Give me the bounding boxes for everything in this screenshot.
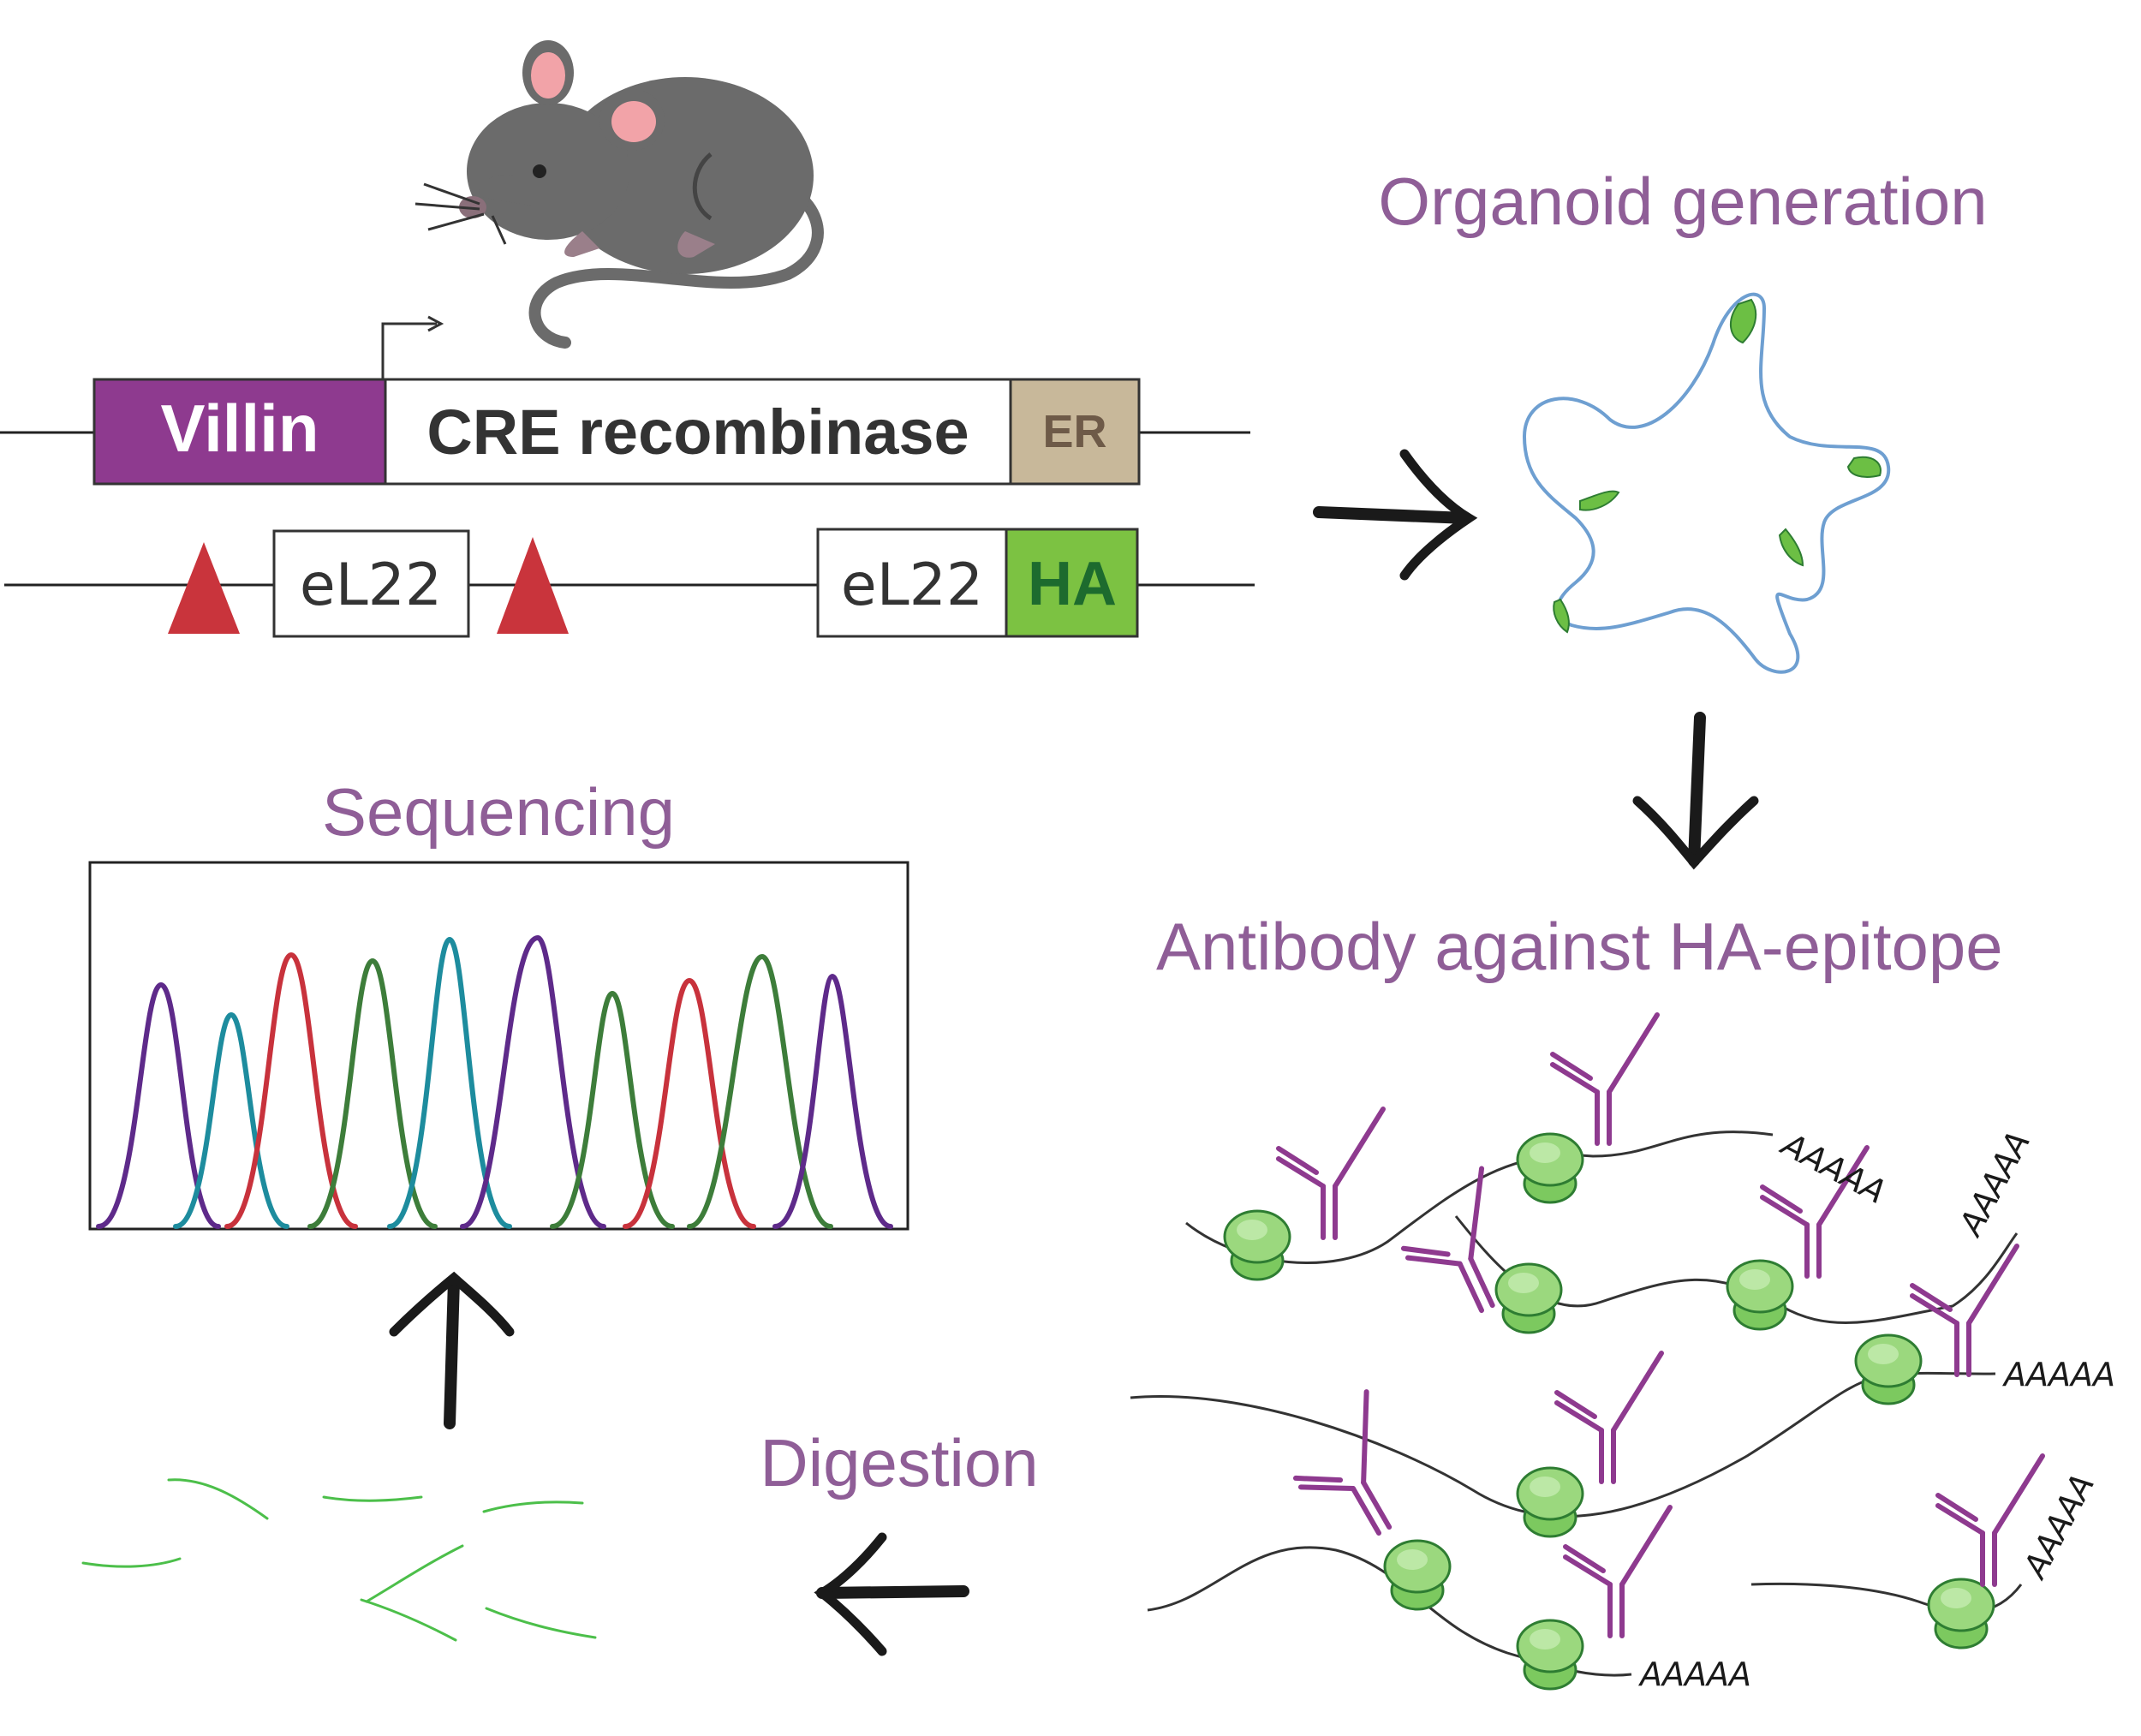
polya-tail: AAAAA: [1637, 1655, 1751, 1693]
antibody-icon: [1276, 1015, 2043, 1636]
arrow-down-icon: [1632, 712, 1759, 870]
trace-peak: [224, 952, 358, 1229]
el22-ha-construct: eL22 eL22 HA: [4, 528, 1255, 638]
trace-peak: [550, 990, 675, 1229]
mouse-icon: [414, 40, 824, 349]
er-label: ER: [1042, 406, 1106, 457]
ribosome-ip-illustration: AAAAA AAAAA AAAAA AAAAA AAAAA: [1130, 1015, 2115, 1693]
polya-tail: AAAAA: [2001, 1356, 2115, 1393]
arrow-left-icon: [814, 1532, 969, 1656]
villin-label: Villin: [161, 391, 319, 466]
trace-peak: [460, 934, 606, 1229]
loxp-site-icon: [497, 537, 569, 634]
el22-floxed-label: eL22: [300, 552, 442, 619]
ha-tag-box: [1005, 528, 1139, 638]
loxp-site-icon: [168, 542, 240, 634]
el22-tagged-label: eL22: [841, 552, 983, 619]
promoter-arrow-icon: [381, 315, 444, 379]
sequencing-title: Sequencing: [322, 774, 675, 850]
cre-label: CRE recombinase: [426, 397, 969, 468]
polya-tail: AAAAA: [1951, 1125, 2037, 1244]
el22-floxed-box: [272, 529, 470, 638]
organoid-icon: [1522, 292, 1891, 674]
organoid-generation-title: Organoid generation: [1378, 164, 1987, 239]
trace-peak: [96, 981, 221, 1229]
trace-peak: [173, 1011, 289, 1229]
trace-peak: [623, 977, 756, 1229]
antibody-title: Antibody against HA-epitope: [1156, 909, 2003, 984]
chromatogram: [88, 861, 909, 1231]
rna-fragments: [81, 1478, 597, 1642]
polya-tail: AAAAA: [2015, 1468, 2102, 1586]
el22-tagged-box: [816, 528, 1008, 638]
villin-cre-er-construct: Villin CRE recombinase ER: [0, 315, 1250, 486]
arrow-up-icon: [389, 1271, 515, 1429]
trace-peak: [307, 957, 438, 1229]
trace-peak: [387, 936, 512, 1229]
digestion-title: Digestion: [760, 1425, 1038, 1500]
ha-label: HA: [1028, 550, 1117, 618]
er-box: [1009, 378, 1141, 486]
trace-peak: [772, 973, 893, 1229]
arrow-right-icon: [1313, 449, 1478, 581]
